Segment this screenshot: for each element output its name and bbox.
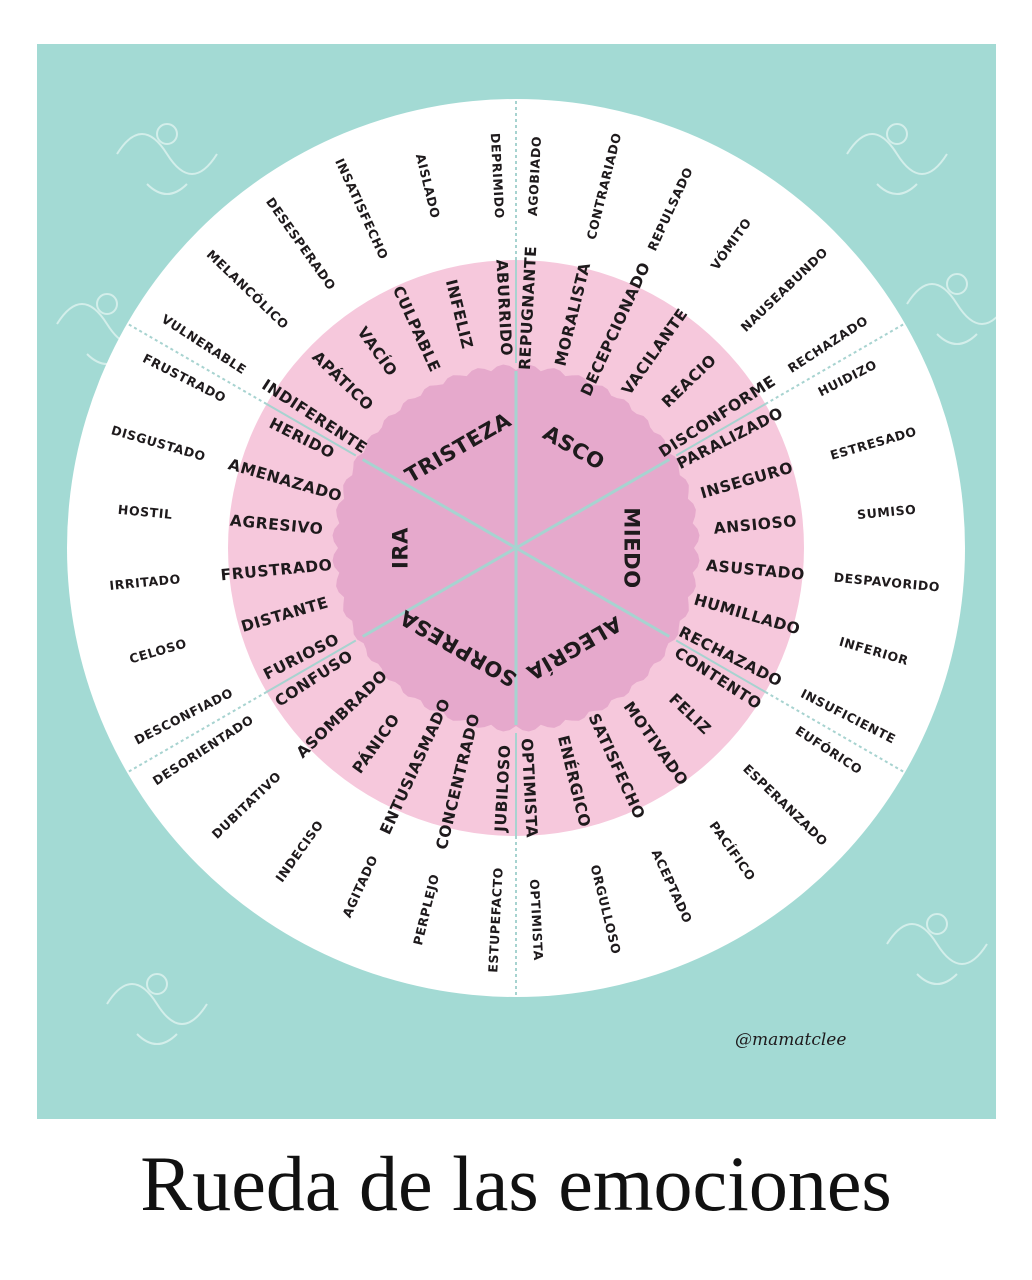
outer-divider [126,691,268,774]
doodle-face-2 [926,913,948,935]
doodle-face-0 [156,123,178,145]
author-signature: @mamatclee [735,1030,847,1050]
background-doodles [56,123,996,1045]
doodle-face-5 [946,273,968,295]
center-dividers [361,371,671,725]
outer-emotion-label: OPTIMISTA [527,879,546,961]
outer-divider [764,691,906,774]
doodle-0 [116,133,218,195]
doodle-face-3 [146,973,168,995]
center-divider [515,458,671,550]
outer-dividers [126,99,906,997]
doodle-face-1 [886,123,908,145]
middle-emotion-label: OPTIMISTA [517,738,540,839]
outer-emotion-label: ESTUPEFACTO [485,867,506,973]
middle-divider [266,403,357,457]
middle-divider [675,639,766,693]
core-emotion-label: IRA [388,527,412,569]
doodle-face-4 [96,293,118,315]
middle-divider [675,403,766,457]
doodle-3 [106,983,208,1045]
center-divider [361,546,517,638]
outer-emotion-label: SUMISO [856,502,917,523]
doodle-5 [906,283,996,345]
center-divider [361,458,517,550]
middle-emotion-label: ABURRIDO [492,259,515,357]
middle-dividers [266,260,766,836]
outer-emotion-label: AGOBIADO [525,136,544,217]
outer-emotion-label: HOSTIL [117,502,173,522]
middle-emotion-label: JUBILOSO [492,744,515,833]
page-title: Rueda de las emociones [140,1140,892,1227]
center-divider [515,546,671,638]
emotion-wheel: TRISTEZAINDIFERENTEAPÁTICOVACÍOCULPABLEI… [56,99,996,1045]
outer-divider [764,322,906,405]
doodle-2 [886,923,988,985]
outer-divider [126,322,268,405]
middle-divider [266,639,357,693]
doodle-1 [846,133,948,195]
outer-emotion-label: IRRITADO [109,571,182,593]
core-emotion-label: MIEDO [620,507,644,588]
outer-emotion-label: DEPRIMIDO [488,133,507,220]
